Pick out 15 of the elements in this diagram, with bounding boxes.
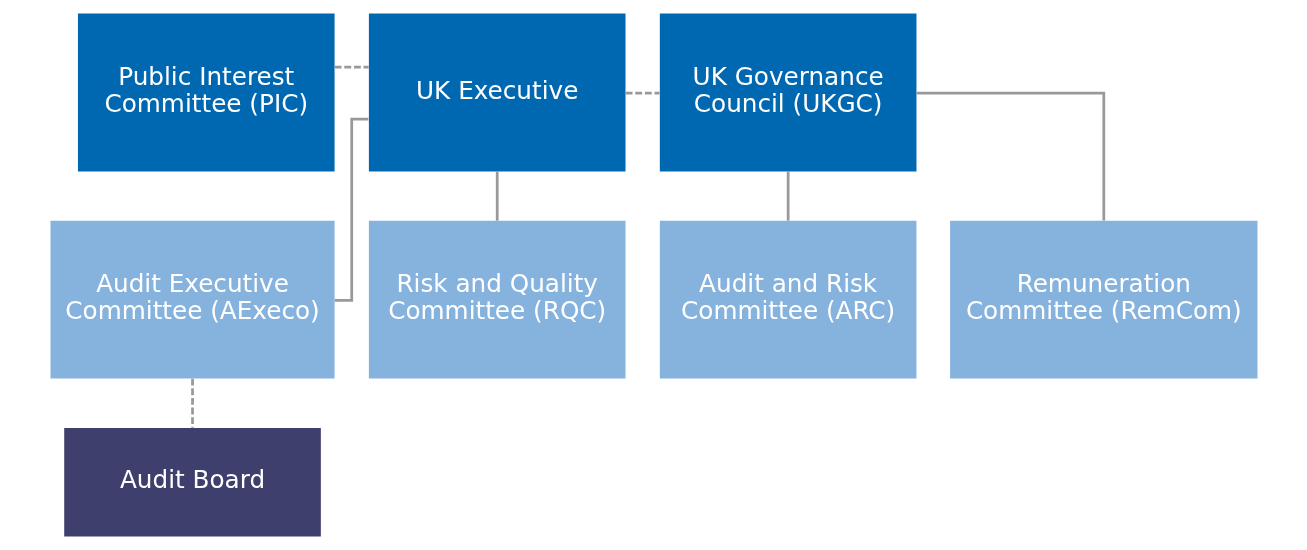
connector: [190, 378, 194, 428]
connector: [495, 171, 499, 221]
connector: [625, 91, 660, 95]
node-box: Audit Executive Committee (AExeco): [50, 220, 335, 379]
node-box: UK Governance Council (UKGC): [659, 13, 916, 172]
node-box: Remuneration Committee (RemCom): [949, 220, 1257, 379]
connector: [334, 117, 368, 302]
node-box: Audit Board: [63, 428, 321, 537]
node-box: Audit and Risk Committee (ARC): [659, 220, 916, 379]
connector: [334, 65, 369, 69]
node-box: UK Executive: [368, 13, 625, 172]
connector: [786, 171, 789, 221]
node-box: Risk and Quality Committee (RQC): [368, 220, 625, 379]
node-box: Public Interest Committee (PIC): [77, 13, 335, 172]
connector: [916, 91, 1105, 221]
